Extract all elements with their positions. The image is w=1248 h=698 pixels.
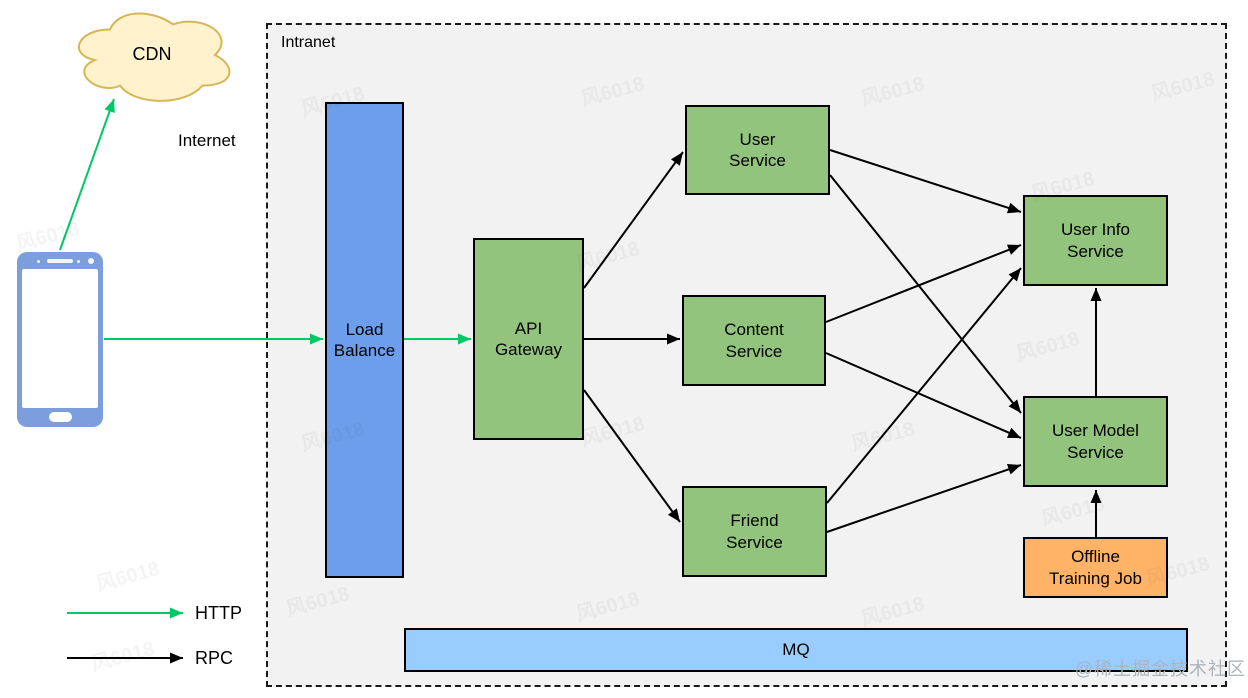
phone-home-button (49, 412, 72, 422)
node-user-info-service: User Info Service (1023, 195, 1168, 286)
phone-speaker (47, 259, 73, 263)
node-friend-service: Friend Service (682, 486, 827, 577)
intranet-label: Intranet (281, 34, 336, 51)
legend-http-label: HTTP (195, 603, 242, 623)
node-user-model-service: User Model Service (1023, 396, 1168, 487)
cdn-node-label: CDN (132, 44, 172, 64)
node-load-balance: Load Balance (325, 102, 404, 578)
tile-watermark: 风6018 (88, 637, 157, 676)
node-mq: MQ (404, 628, 1188, 672)
tile-watermark: 风6018 (13, 217, 82, 256)
tile-watermark: 风6018 (93, 557, 162, 596)
mobile-client-icon (17, 252, 103, 427)
node-user-service: User Service (685, 105, 830, 195)
phone-screen (22, 269, 98, 408)
internet-label: Internet (178, 131, 236, 150)
node-api-gateway: API Gateway (473, 238, 584, 440)
community-watermark: @稀土掘金技术社区 (1074, 659, 1246, 679)
legend-rpc-label: RPC (195, 648, 234, 668)
phone-camera (88, 258, 94, 264)
phone-sensor-dot (77, 260, 80, 263)
node-offline-training-job: Offline Training Job (1023, 537, 1168, 598)
node-content-service: Content Service (682, 295, 826, 386)
phone-sensor-dot (37, 260, 40, 263)
